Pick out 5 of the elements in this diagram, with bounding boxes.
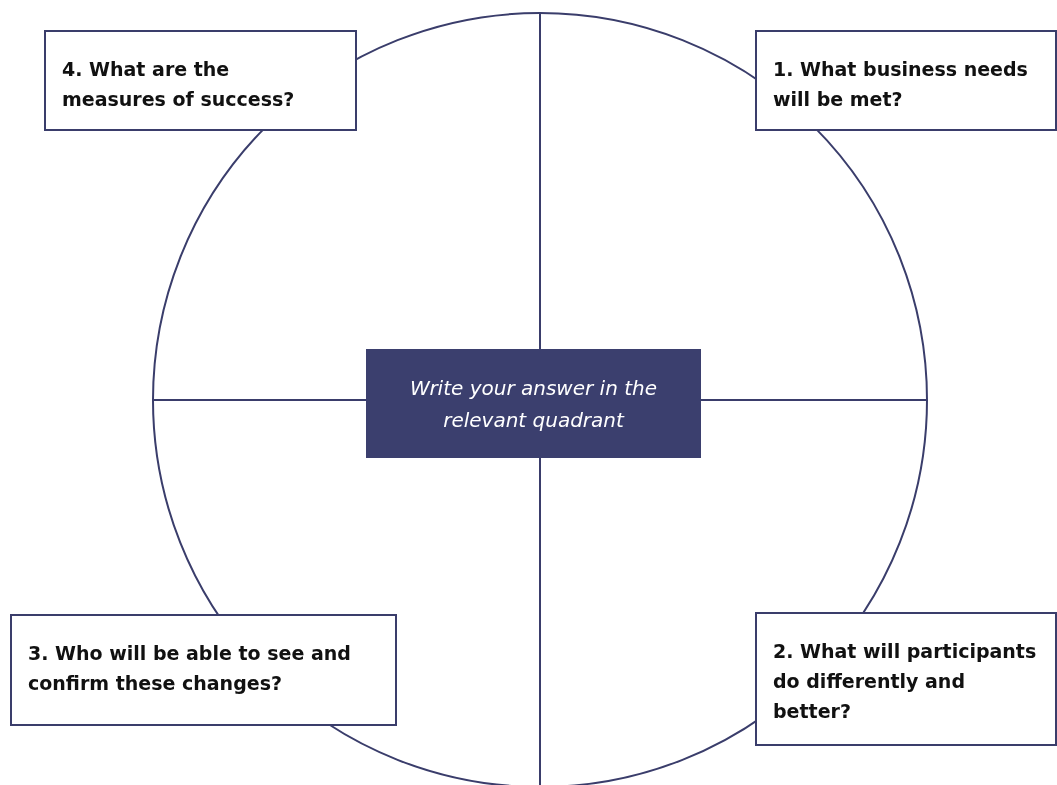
question-box: 1. What business needs will be met?: [755, 30, 1057, 131]
question-box: 4. What are the measures of success?: [44, 30, 357, 131]
question-box: 3. Who will be able to see and confirm these changes?: [10, 614, 397, 726]
instruction-box: Write your answer in the relevant quadrant: [366, 349, 701, 458]
question-box: 2. What will participants do differently and better?: [755, 612, 1057, 746]
